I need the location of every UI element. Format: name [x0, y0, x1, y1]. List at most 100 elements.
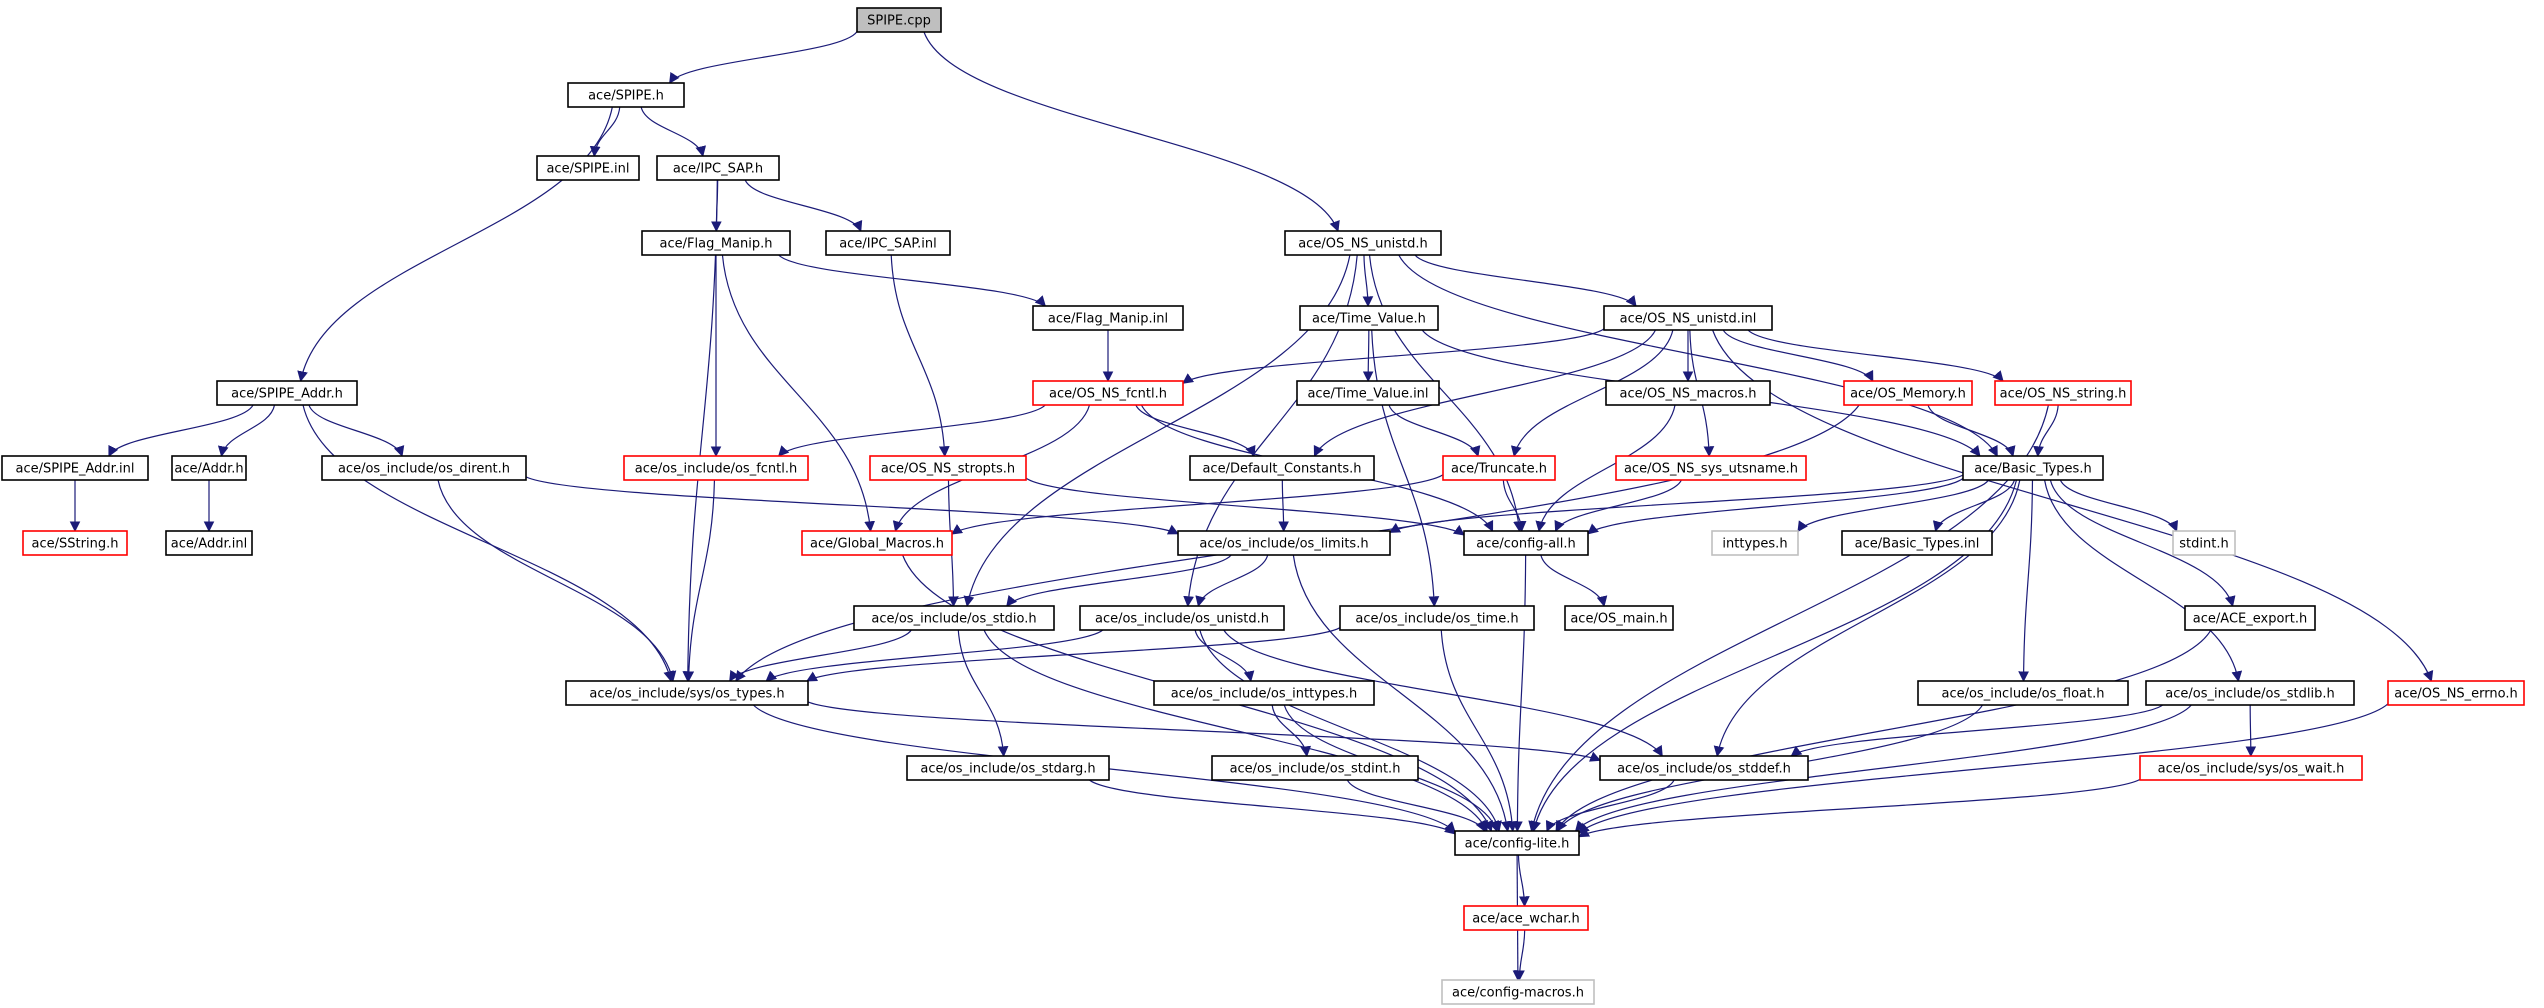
node-os_main_h[interactable]: ace/OS_main.h — [1564, 605, 1674, 631]
node-box[interactable] — [656, 155, 780, 181]
node-os_fcntl_h[interactable]: ace/os_include/os_fcntl.h — [623, 455, 809, 481]
node-box[interactable] — [1841, 530, 1993, 556]
node-ace_export_h[interactable]: ace/ACE_export.h — [2184, 605, 2316, 631]
node-box[interactable] — [2145, 680, 2355, 706]
node-box[interactable] — [2184, 605, 2316, 631]
node-os_dirent_h[interactable]: ace/os_include/os_dirent.h — [321, 455, 527, 481]
node-stdint_h[interactable]: stdint.h — [2172, 530, 2236, 556]
node-os_stdio_h[interactable]: ace/os_include/os_stdio.h — [853, 605, 1055, 631]
node-box[interactable] — [1032, 305, 1184, 331]
node-box[interactable] — [1441, 979, 1595, 1005]
node-box[interactable] — [1032, 380, 1184, 406]
node-box[interactable] — [1994, 380, 2132, 406]
node-box[interactable] — [1299, 305, 1439, 331]
node-box[interactable] — [1463, 905, 1589, 931]
node-box[interactable] — [869, 455, 1027, 481]
node-os_ns_fcntl_h[interactable]: ace/OS_NS_fcntl.h — [1032, 380, 1184, 406]
node-os_stddef_h[interactable]: ace/os_include/os_stddef.h — [1599, 755, 1809, 781]
node-sys_types_h[interactable]: ace/os_include/sys/os_types.h — [565, 680, 809, 706]
node-box[interactable] — [801, 530, 953, 556]
node-os_stdlib_h[interactable]: ace/os_include/os_stdlib.h — [2145, 680, 2355, 706]
node-ipc_sap_h[interactable]: ace/IPC_SAP.h — [656, 155, 780, 181]
node-addr_inl[interactable]: ace/Addr.inl — [165, 530, 253, 556]
node-box[interactable] — [1603, 305, 1773, 331]
node-box[interactable] — [1442, 455, 1556, 481]
node-box[interactable] — [906, 755, 1110, 781]
node-os_time_h[interactable]: ace/os_include/os_time.h — [1339, 605, 1535, 631]
node-config_all_h[interactable]: ace/config-all.h — [1463, 530, 1589, 556]
node-os_limits_h[interactable]: ace/os_include/os_limits.h — [1177, 530, 1391, 556]
node-os_ns_errno_h[interactable]: ace/OS_NS_errno.h — [2387, 680, 2525, 706]
node-time_value_h[interactable]: ace/Time_Value.h — [1299, 305, 1439, 331]
node-box[interactable] — [1962, 455, 2104, 481]
node-box[interactable] — [853, 605, 1055, 631]
node-flag_manip_inl[interactable]: ace/Flag_Manip.inl — [1032, 305, 1184, 331]
node-box[interactable] — [1615, 455, 1807, 481]
node-box[interactable] — [2387, 680, 2525, 706]
node-os_inttypes_h[interactable]: ace/os_include/os_inttypes.h — [1153, 680, 1375, 706]
node-global_macros_h[interactable]: ace/Global_Macros.h — [801, 530, 953, 556]
node-os_ns_string_h[interactable]: ace/OS_NS_string.h — [1994, 380, 2132, 406]
node-box[interactable] — [165, 530, 253, 556]
node-box[interactable] — [1454, 830, 1580, 856]
node-box[interactable] — [641, 230, 791, 256]
node-box[interactable] — [2139, 755, 2363, 781]
node-os_ns_macros_h[interactable]: ace/OS_NS_macros.h — [1605, 380, 1771, 406]
node-box[interactable] — [1189, 455, 1375, 481]
node-box[interactable] — [1, 455, 149, 481]
node-box[interactable] — [536, 155, 640, 181]
node-basic_types_inl[interactable]: ace/Basic_Types.inl — [1841, 530, 1993, 556]
node-box[interactable] — [1177, 530, 1391, 556]
node-box[interactable] — [1284, 230, 1442, 256]
node-truncate_h[interactable]: ace/Truncate.h — [1442, 455, 1556, 481]
node-os_ns_unistd_inl[interactable]: ace/OS_NS_unistd.inl — [1603, 305, 1773, 331]
node-config_lite_h[interactable]: ace/config-lite.h — [1454, 830, 1580, 856]
node-box[interactable] — [1599, 755, 1809, 781]
node-ipc_sap_inl[interactable]: ace/IPC_SAP.inl — [825, 230, 951, 256]
node-box[interactable] — [1079, 605, 1285, 631]
node-box[interactable] — [321, 455, 527, 481]
node-box[interactable] — [1153, 680, 1375, 706]
node-box[interactable] — [1711, 530, 1799, 556]
node-box[interactable] — [216, 380, 358, 406]
node-sys_os_wait_h[interactable]: ace/os_include/sys/os_wait.h — [2139, 755, 2363, 781]
node-box[interactable] — [567, 82, 685, 108]
node-box[interactable] — [623, 455, 809, 481]
node-box[interactable] — [1917, 680, 2129, 706]
node-box[interactable] — [1843, 380, 1973, 406]
node-time_value_inl[interactable]: ace/Time_Value.inl — [1296, 380, 1440, 406]
node-default_constants_h[interactable]: ace/Default_Constants.h — [1189, 455, 1375, 481]
node-sstring_h[interactable]: ace/SString.h — [22, 530, 128, 556]
node-box[interactable] — [565, 680, 809, 706]
node-box[interactable] — [2172, 530, 2236, 556]
node-os_unistd_h[interactable]: ace/os_include/os_unistd.h — [1079, 605, 1285, 631]
node-ace_wchar_h[interactable]: ace/ace_wchar.h — [1463, 905, 1589, 931]
node-os_memory_h[interactable]: ace/OS_Memory.h — [1843, 380, 1973, 406]
node-spipe_h[interactable]: ace/SPIPE.h — [567, 82, 685, 108]
node-config_macros_h[interactable]: ace/config-macros.h — [1441, 979, 1595, 1005]
node-flag_manip_h[interactable]: ace/Flag_Manip.h — [641, 230, 791, 256]
node-spipe_addr_inl[interactable]: ace/SPIPE_Addr.inl — [1, 455, 149, 481]
node-spipe_inl[interactable]: ace/SPIPE.inl — [536, 155, 640, 181]
node-box[interactable] — [1211, 755, 1419, 781]
node-os_ns_unistd_h[interactable]: ace/OS_NS_unistd.h — [1284, 230, 1442, 256]
node-os_ns_stropts_h[interactable]: ace/OS_NS_stropts.h — [869, 455, 1027, 481]
node-inttypes_h[interactable]: inttypes.h — [1711, 530, 1799, 556]
node-box[interactable] — [1564, 605, 1674, 631]
node-box[interactable] — [22, 530, 128, 556]
node-box[interactable] — [1296, 380, 1440, 406]
node-os_float_h[interactable]: ace/os_include/os_float.h — [1917, 680, 2129, 706]
node-addr_h[interactable]: ace/Addr.h — [171, 455, 247, 481]
node-os_stdarg_h[interactable]: ace/os_include/os_stdarg.h — [906, 755, 1110, 781]
node-spipe_cpp[interactable]: SPIPE.cpp — [856, 7, 942, 33]
node-basic_types_h[interactable]: ace/Basic_Types.h — [1962, 455, 2104, 481]
node-os_ns_sys_utsname_h[interactable]: ace/OS_NS_sys_utsname.h — [1615, 455, 1807, 481]
node-box[interactable] — [1605, 380, 1771, 406]
node-box[interactable] — [856, 7, 942, 33]
node-os_stdint_h[interactable]: ace/os_include/os_stdint.h — [1211, 755, 1419, 781]
node-box[interactable] — [825, 230, 951, 256]
node-box[interactable] — [1463, 530, 1589, 556]
node-box[interactable] — [171, 455, 247, 481]
node-spipe_addr_h[interactable]: ace/SPIPE_Addr.h — [216, 380, 358, 406]
node-box[interactable] — [1339, 605, 1535, 631]
